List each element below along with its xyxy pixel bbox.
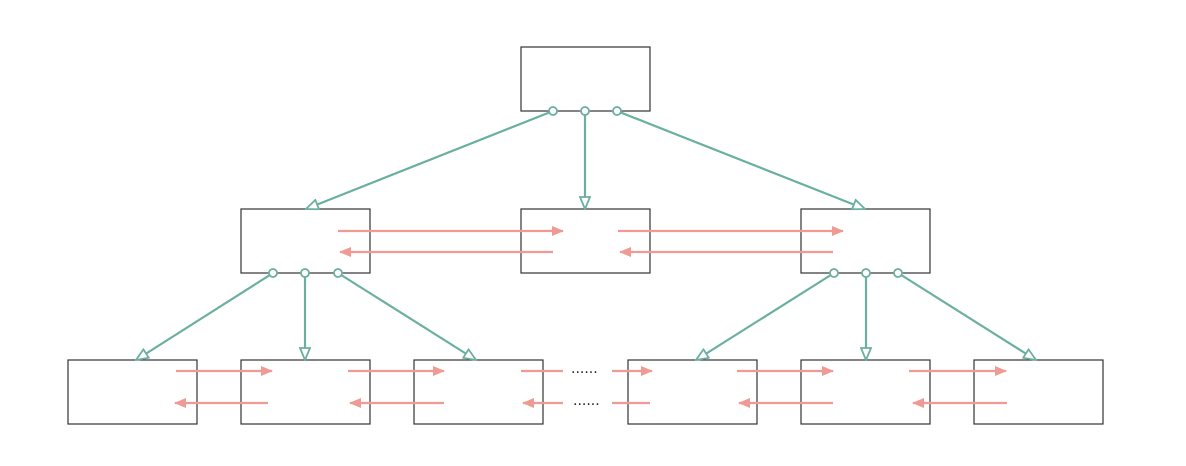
middle1-child-links (136, 272, 476, 360)
leaf-node-5 (800, 359, 931, 425)
link-origin-circle (268, 268, 278, 278)
middle1-link-origins (268, 268, 343, 278)
middle-node-2 (520, 208, 651, 274)
link-origin-circle (580, 106, 590, 116)
middle-node-1 (240, 208, 371, 274)
link-origin-circle (861, 268, 871, 278)
middle-sibling-links (338, 226, 844, 257)
child-link-middle3-to-leaf-4 (696, 272, 835, 360)
leaf-node-2 (240, 359, 371, 425)
link-origin-circle (333, 268, 343, 278)
child-link-middle1-to-leaf-1 (136, 272, 274, 360)
child-link-root-to-middle-1 (306, 109, 554, 209)
link-origin-circle (893, 268, 903, 278)
leaf-node-1 (67, 359, 198, 425)
leaf-sibling-links (174, 366, 1007, 408)
middle3-link-origins (829, 268, 903, 278)
root-child-links (306, 109, 865, 209)
child-link-middle3-to-leaf-6 (897, 272, 1036, 360)
leaf-node-3 (413, 359, 544, 425)
child-link-root-to-middle-3 (616, 109, 865, 209)
leaf-node-6 (973, 359, 1104, 425)
link-origin-circle (612, 106, 622, 116)
leaf-node-4 (627, 359, 758, 425)
link-origin-circle (300, 268, 310, 278)
ellipsis-top: ...... (571, 361, 598, 377)
middle-node-3 (800, 208, 931, 274)
child-link-middle1-to-leaf-3 (337, 272, 476, 360)
link-origin-circle (829, 268, 839, 278)
middle3-child-links (696, 272, 1036, 360)
link-origin-circle (548, 106, 558, 116)
ellipsis-bottom: ...... (573, 393, 600, 409)
root-link-origins (548, 106, 622, 116)
root-node (520, 46, 651, 112)
